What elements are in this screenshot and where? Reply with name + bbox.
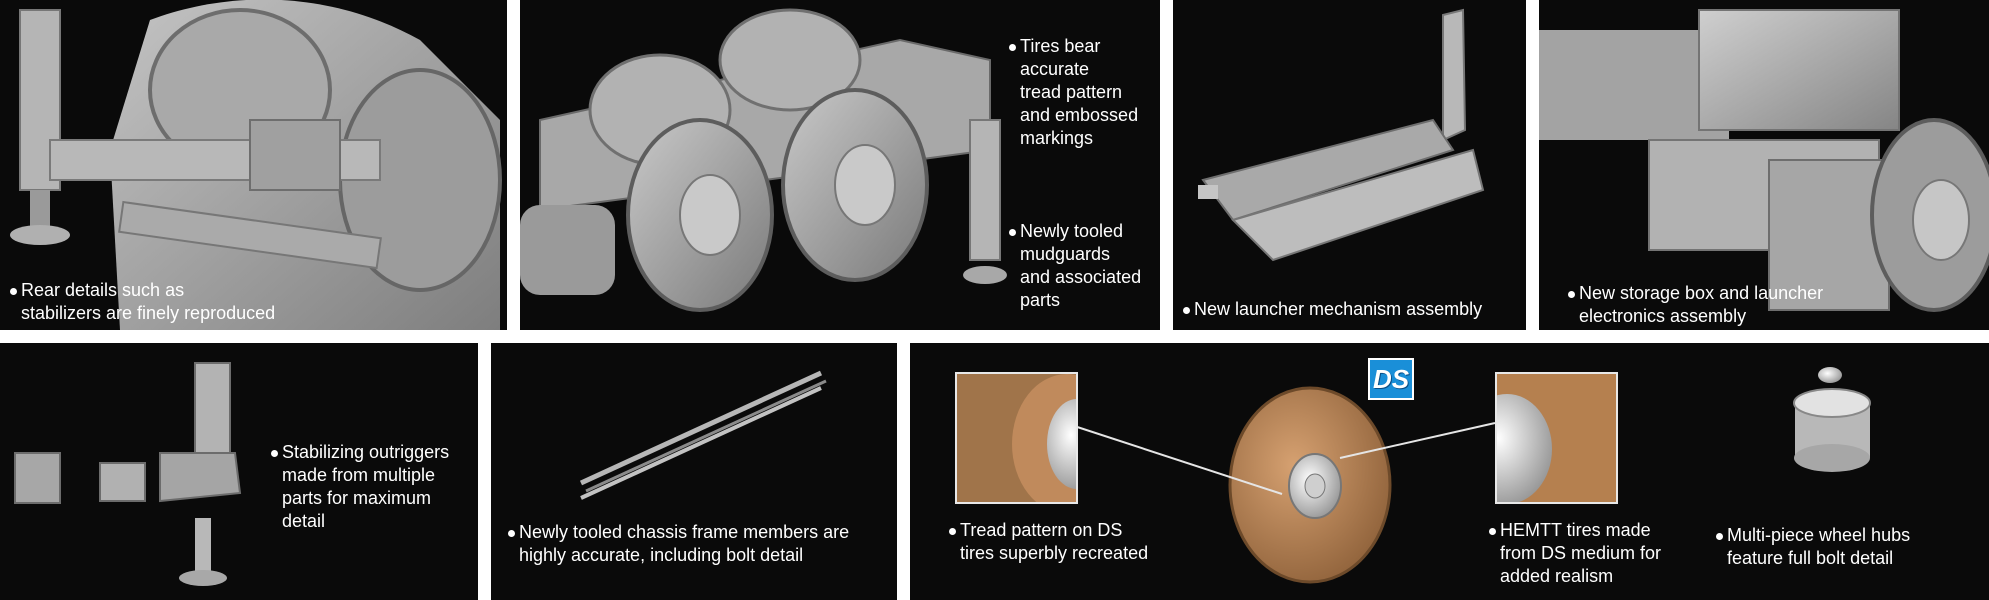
caption-tread: Tread pattern on DS tires superbly recre… [949,519,1148,565]
rear-stabilizer-render [0,0,507,330]
outrigger-parts-render [0,343,478,600]
bullet-icon [1009,229,1016,236]
panel-storage-box: New storage box and launcher electronics… [1539,0,1989,330]
ds-logo-icon: DS [1368,358,1414,400]
caption-tires: Tires bear accurate tread pattern and em… [1009,35,1138,150]
panel-rear-details: Rear details such as stabilizers are fin… [0,0,507,330]
panel-ds-tires: DS Tread pattern on DS tires superbly re… [910,343,1989,600]
bullet-icon [1009,44,1016,51]
bullet-icon [271,450,278,457]
storage-box-render [1539,0,1989,330]
caption-launcher: New launcher mechanism assembly [1183,298,1482,321]
bullet-icon [949,528,956,535]
bullet-icon [1568,291,1575,298]
caption-rear-details: Rear details such as stabilizers are fin… [10,279,275,325]
sidewall-closeup-inset [1495,372,1618,504]
bullet-icon [508,530,515,537]
bullet-icon [1716,533,1723,540]
chassis-tires-render [520,0,1160,330]
panel-chassis-frame: Newly tooled chassis frame members are h… [491,343,897,600]
ds-tire-render [910,343,1989,600]
bullet-icon [10,288,17,295]
caption-hemtt: HEMTT tires made from DS medium for adde… [1489,519,1661,588]
bullet-icon [1489,528,1496,535]
chassis-frame-render [491,343,897,600]
caption-storage-box: New storage box and launcher electronics… [1568,282,1823,328]
bullet-icon [1183,307,1190,314]
caption-chassis-frame: Newly tooled chassis frame members are h… [508,521,849,567]
tread-closeup-inset [955,372,1078,504]
caption-hubs: Multi-piece wheel hubs feature full bolt… [1716,524,1910,570]
sidewall-closeup-image [1497,374,1616,502]
panel-tires-mudguards: Tires bear accurate tread pattern and em… [520,0,1160,330]
caption-mudguards: Newly tooled mudguards and associated pa… [1009,220,1141,312]
tread-closeup-image [957,374,1076,502]
panel-launcher: New launcher mechanism assembly [1173,0,1526,330]
launcher-mechanism-render [1173,0,1526,330]
panel-outriggers: Stabilizing outriggers made from multipl… [0,343,478,600]
caption-outriggers: Stabilizing outriggers made from multipl… [271,441,449,533]
